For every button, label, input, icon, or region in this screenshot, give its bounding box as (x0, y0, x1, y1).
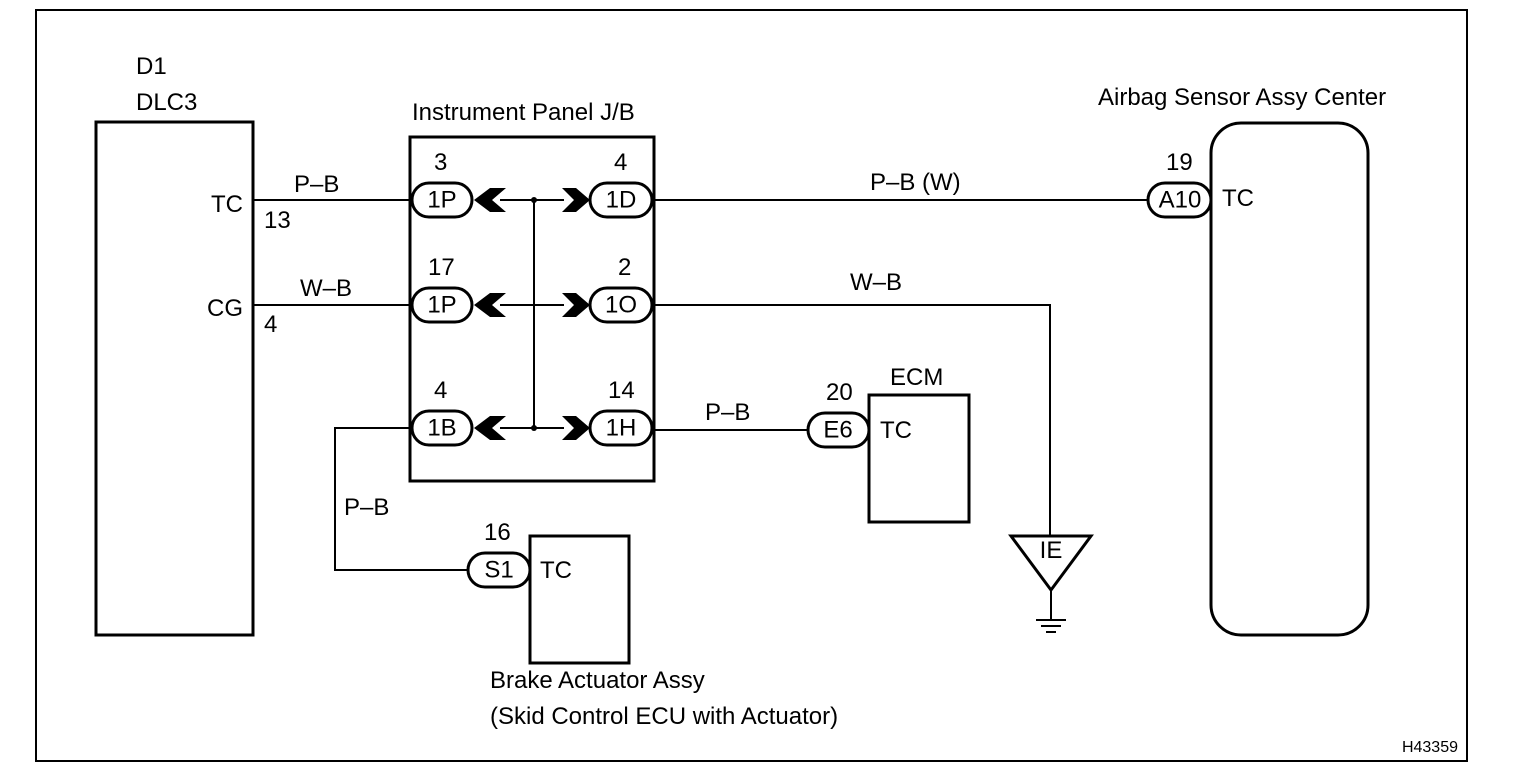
jb-left-code-3: 1B (427, 414, 456, 441)
ecm-component: ECM 20 E6 TC (806, 364, 971, 524)
wire-label-dlc-tc: P–B (294, 171, 339, 198)
dlc3-box (94, 120, 255, 637)
wire-to-ground (654, 304, 1051, 536)
jb-left-connector-1 (410, 181, 474, 219)
jb-left-arrow-2 (474, 293, 506, 317)
jb-left-arrow-3 (474, 416, 506, 440)
jb-right-connector-2 (588, 286, 654, 324)
jb-splice-top (531, 197, 537, 203)
dlc3-name: DLC3 (136, 89, 197, 116)
wire-label-dlc-cg: W–B (300, 275, 352, 302)
ground-triangle (1008, 534, 1094, 593)
jb-right-pin-1: 4 (614, 149, 627, 176)
diagram-frame (35, 9, 1468, 762)
jb-right-arrow-2 (562, 293, 590, 317)
ecm-terminal: TC (880, 417, 912, 444)
ecm-box (867, 393, 971, 524)
airbag-sensor-component: Airbag Sensor Assy Center 19 A10 TC (1098, 84, 1386, 637)
brake-actuator-component: 16 S1 TC Brake Actuator Assy (Skid Contr… (466, 519, 838, 730)
airbag-pin: 19 (1166, 149, 1193, 176)
ground-label: IE (1040, 537, 1063, 564)
ecm-connector-code: E6 (823, 416, 852, 443)
jb-left-pin-3: 4 (434, 377, 447, 404)
dlc3-tc-label: TC (211, 191, 243, 218)
jb-right-arrow-3 (562, 416, 590, 440)
airbag-title: Airbag Sensor Assy Center (1098, 84, 1386, 111)
junction-block: Instrument Panel J/B 3 1P 4 1D 17 1P 2 1… (408, 99, 656, 483)
jb-left-pin-1: 3 (434, 149, 447, 176)
jb-splice-bottom (531, 425, 537, 431)
wire-label-to-airbag: P–B (W) (870, 169, 961, 196)
wire-label-to-brake: P–B (344, 494, 389, 521)
airbag-terminal: TC (1222, 185, 1254, 212)
frame-code: H43359 (1402, 739, 1458, 756)
airbag-connector (1146, 181, 1213, 219)
dlc3-cg-pin: 4 (264, 311, 277, 338)
jb-right-code-3: 1H (606, 414, 637, 441)
brake-title-line1: Brake Actuator Assy (490, 667, 705, 694)
jb-right-pin-3: 14 (608, 377, 635, 404)
brake-connector (466, 551, 532, 589)
ecm-title: ECM (890, 364, 943, 391)
jb-left-code-2: 1P (427, 291, 456, 318)
brake-pin: 16 (484, 519, 511, 546)
jb-right-connector-3 (588, 409, 654, 447)
brake-title-line2: (Skid Control ECU with Actuator) (490, 703, 838, 730)
brake-box (528, 534, 631, 665)
ecm-pin: 20 (826, 379, 853, 406)
jb-left-pin-2: 17 (428, 254, 455, 281)
ecm-connector (806, 411, 871, 449)
jb-right-code-1: 1D (606, 186, 637, 213)
dlc3-tc-pin: 13 (264, 207, 291, 234)
dlc3-cg-label: CG (207, 295, 243, 322)
jb-right-pin-2: 2 (618, 254, 631, 281)
brake-terminal: TC (540, 557, 572, 584)
jb-right-arrow-1 (562, 188, 590, 212)
brake-connector-code: S1 (484, 556, 513, 583)
wire-label-to-ecm: P–B (705, 399, 750, 426)
wire-label-to-ground: W–B (850, 269, 902, 296)
dlc3-component: D1 DLC3 TC 13 CG 4 (94, 53, 291, 637)
jb-left-code-1: 1P (427, 186, 456, 213)
jb-title: Instrument Panel J/B (412, 99, 635, 126)
jb-left-arrow-1 (474, 188, 506, 212)
jb-right-code-2: 1O (605, 291, 637, 318)
wire-to-brake (334, 427, 468, 571)
ground-component: IE (1008, 534, 1094, 633)
wires: P–B W–B P–B (W) W–B P–B P–B (253, 169, 1148, 571)
jb-left-connector-2 (410, 286, 474, 324)
airbag-box (1209, 121, 1370, 637)
jb-right-connector-1 (588, 181, 654, 219)
dlc3-id: D1 (136, 53, 167, 80)
jb-left-connector-3 (410, 409, 474, 447)
airbag-connector-code: A10 (1159, 186, 1202, 213)
